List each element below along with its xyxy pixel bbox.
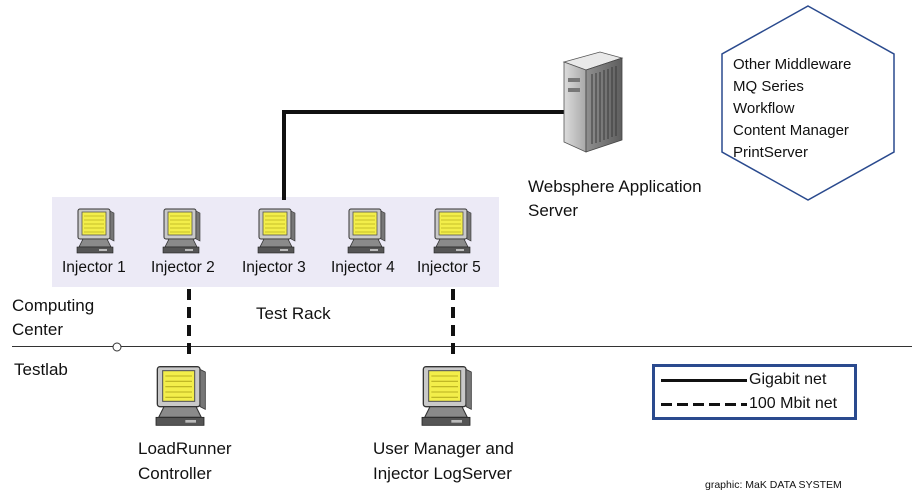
- middleware-item: PrintServer: [733, 144, 809, 161]
- middleware-item: Other Middleware: [733, 56, 852, 73]
- graphic-credit: graphic: MaK DATA SYSTEM: [705, 479, 842, 491]
- injector-label: Injector 1: [62, 259, 126, 276]
- middleware-item: Workflow: [733, 100, 795, 117]
- injector-label: Injector 2: [151, 259, 215, 276]
- injector-label: Injector 5: [417, 259, 481, 276]
- middleware-list: Other Middleware MQ Series Workflow Cont…: [733, 54, 851, 164]
- zone-label-center: Center: [12, 320, 64, 339]
- server-label-line2: Server: [528, 201, 579, 220]
- controller-label-line2: Controller: [138, 464, 212, 483]
- legend-row-mbit: 100 Mbit net: [661, 394, 837, 414]
- computer-icon: [433, 208, 472, 254]
- logserver-label-line1: User Manager and: [373, 439, 514, 458]
- mbit-line-logserver: [451, 289, 455, 361]
- zone-divider-line: [12, 346, 912, 347]
- mbit-line-controller: [187, 289, 191, 361]
- zone-label-testlab: Testlab: [14, 360, 68, 379]
- computer-icon: [347, 208, 386, 254]
- legend-row-gigabit: Gigabit net: [661, 370, 826, 390]
- solid-line-swatch: [661, 378, 747, 382]
- middleware-hexagon: [721, 5, 895, 201]
- injector-label: Injector 4: [331, 259, 395, 276]
- legend-gigabit-label: Gigabit net: [749, 371, 827, 388]
- gigabit-line-vertical: [282, 110, 286, 200]
- server-label-line1: Websphere Application: [528, 177, 702, 196]
- logserver-computer-icon: [421, 365, 473, 427]
- computer-icon: [257, 208, 296, 254]
- injector-label: Injector 3: [242, 259, 306, 276]
- server-icon: [562, 51, 624, 153]
- controller-computer-icon: [155, 365, 206, 427]
- computer-icon: [76, 208, 115, 254]
- legend-box: Gigabit net 100 Mbit net: [652, 364, 857, 420]
- middleware-item: Content Manager: [733, 122, 849, 139]
- computer-icon: [162, 208, 201, 254]
- test-rack-label: Test Rack: [256, 304, 331, 323]
- gigabit-line-horizontal: [282, 110, 570, 114]
- controller-label-line1: LoadRunner: [138, 439, 232, 458]
- dashed-line-swatch: [661, 402, 747, 406]
- middleware-item: MQ Series: [733, 78, 804, 95]
- logserver-label-line2: Injector LogServer: [373, 464, 512, 483]
- divider-marker-icon: [112, 342, 122, 352]
- legend-mbit-label: 100 Mbit net: [749, 395, 838, 412]
- zone-label-computing: Computing: [12, 296, 95, 315]
